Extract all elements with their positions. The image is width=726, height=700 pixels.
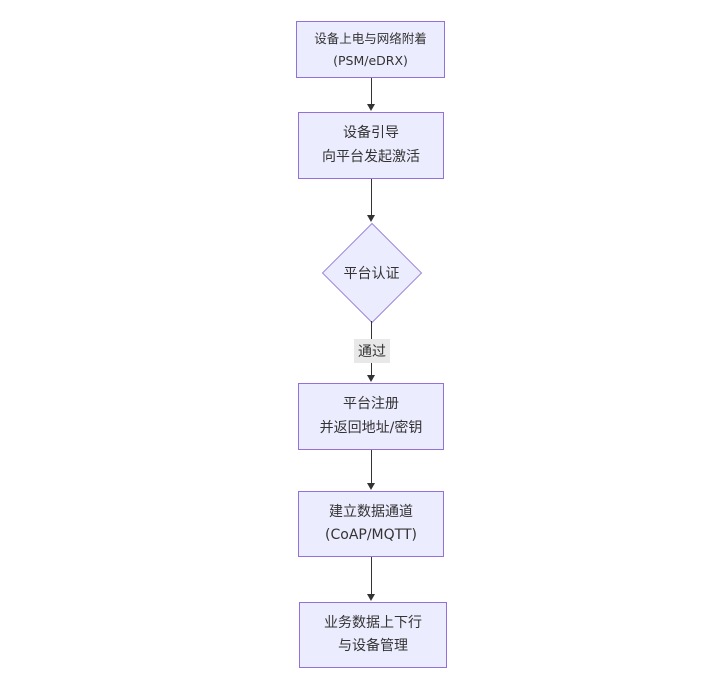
- edge-line: [371, 179, 372, 216]
- arrowhead-icon: [367, 375, 375, 382]
- node-text-line: 向平台发起激活: [322, 148, 420, 165]
- edge-label-pass: 通过: [354, 339, 390, 363]
- decision-node-platform-auth: 平台认证: [321, 222, 422, 323]
- process-node-power-attach: 设备上电与网络附着 (PSM/eDRX): [296, 21, 445, 78]
- process-node-bootstrap: 设备引导 向平台发起激活: [298, 112, 444, 179]
- node-text-line: 平台注册: [343, 396, 399, 413]
- node-text-line: 并返回地址/密钥: [319, 419, 423, 436]
- node-text-line: 设备引导: [343, 125, 399, 142]
- node-text-line: 与设备管理: [338, 638, 408, 654]
- arrowhead-icon: [367, 104, 375, 111]
- process-node-business-data: 业务数据上下行 与设备管理: [299, 602, 447, 668]
- arrowhead-icon: [367, 483, 375, 490]
- node-text-line: 业务数据上下行: [324, 614, 422, 631]
- node-text-line: 建立数据通道: [329, 503, 413, 520]
- node-text-line: (PSM/eDRX): [333, 52, 408, 68]
- process-node-data-channel: 建立数据通道 (CoAP/MQTT): [298, 491, 444, 557]
- arrowhead-icon: [367, 594, 375, 601]
- arrowhead-icon: [367, 215, 375, 222]
- process-node-register: 平台注册 并返回地址/密钥: [298, 383, 444, 450]
- edge-line: [371, 450, 372, 484]
- node-text-line: 设备上电与网络附着: [314, 31, 427, 47]
- node-text-line: (CoAP/MQTT): [325, 527, 417, 543]
- edge-line: [371, 78, 372, 105]
- edge-line: [371, 557, 372, 595]
- node-text-line: 平台认证: [343, 265, 400, 282]
